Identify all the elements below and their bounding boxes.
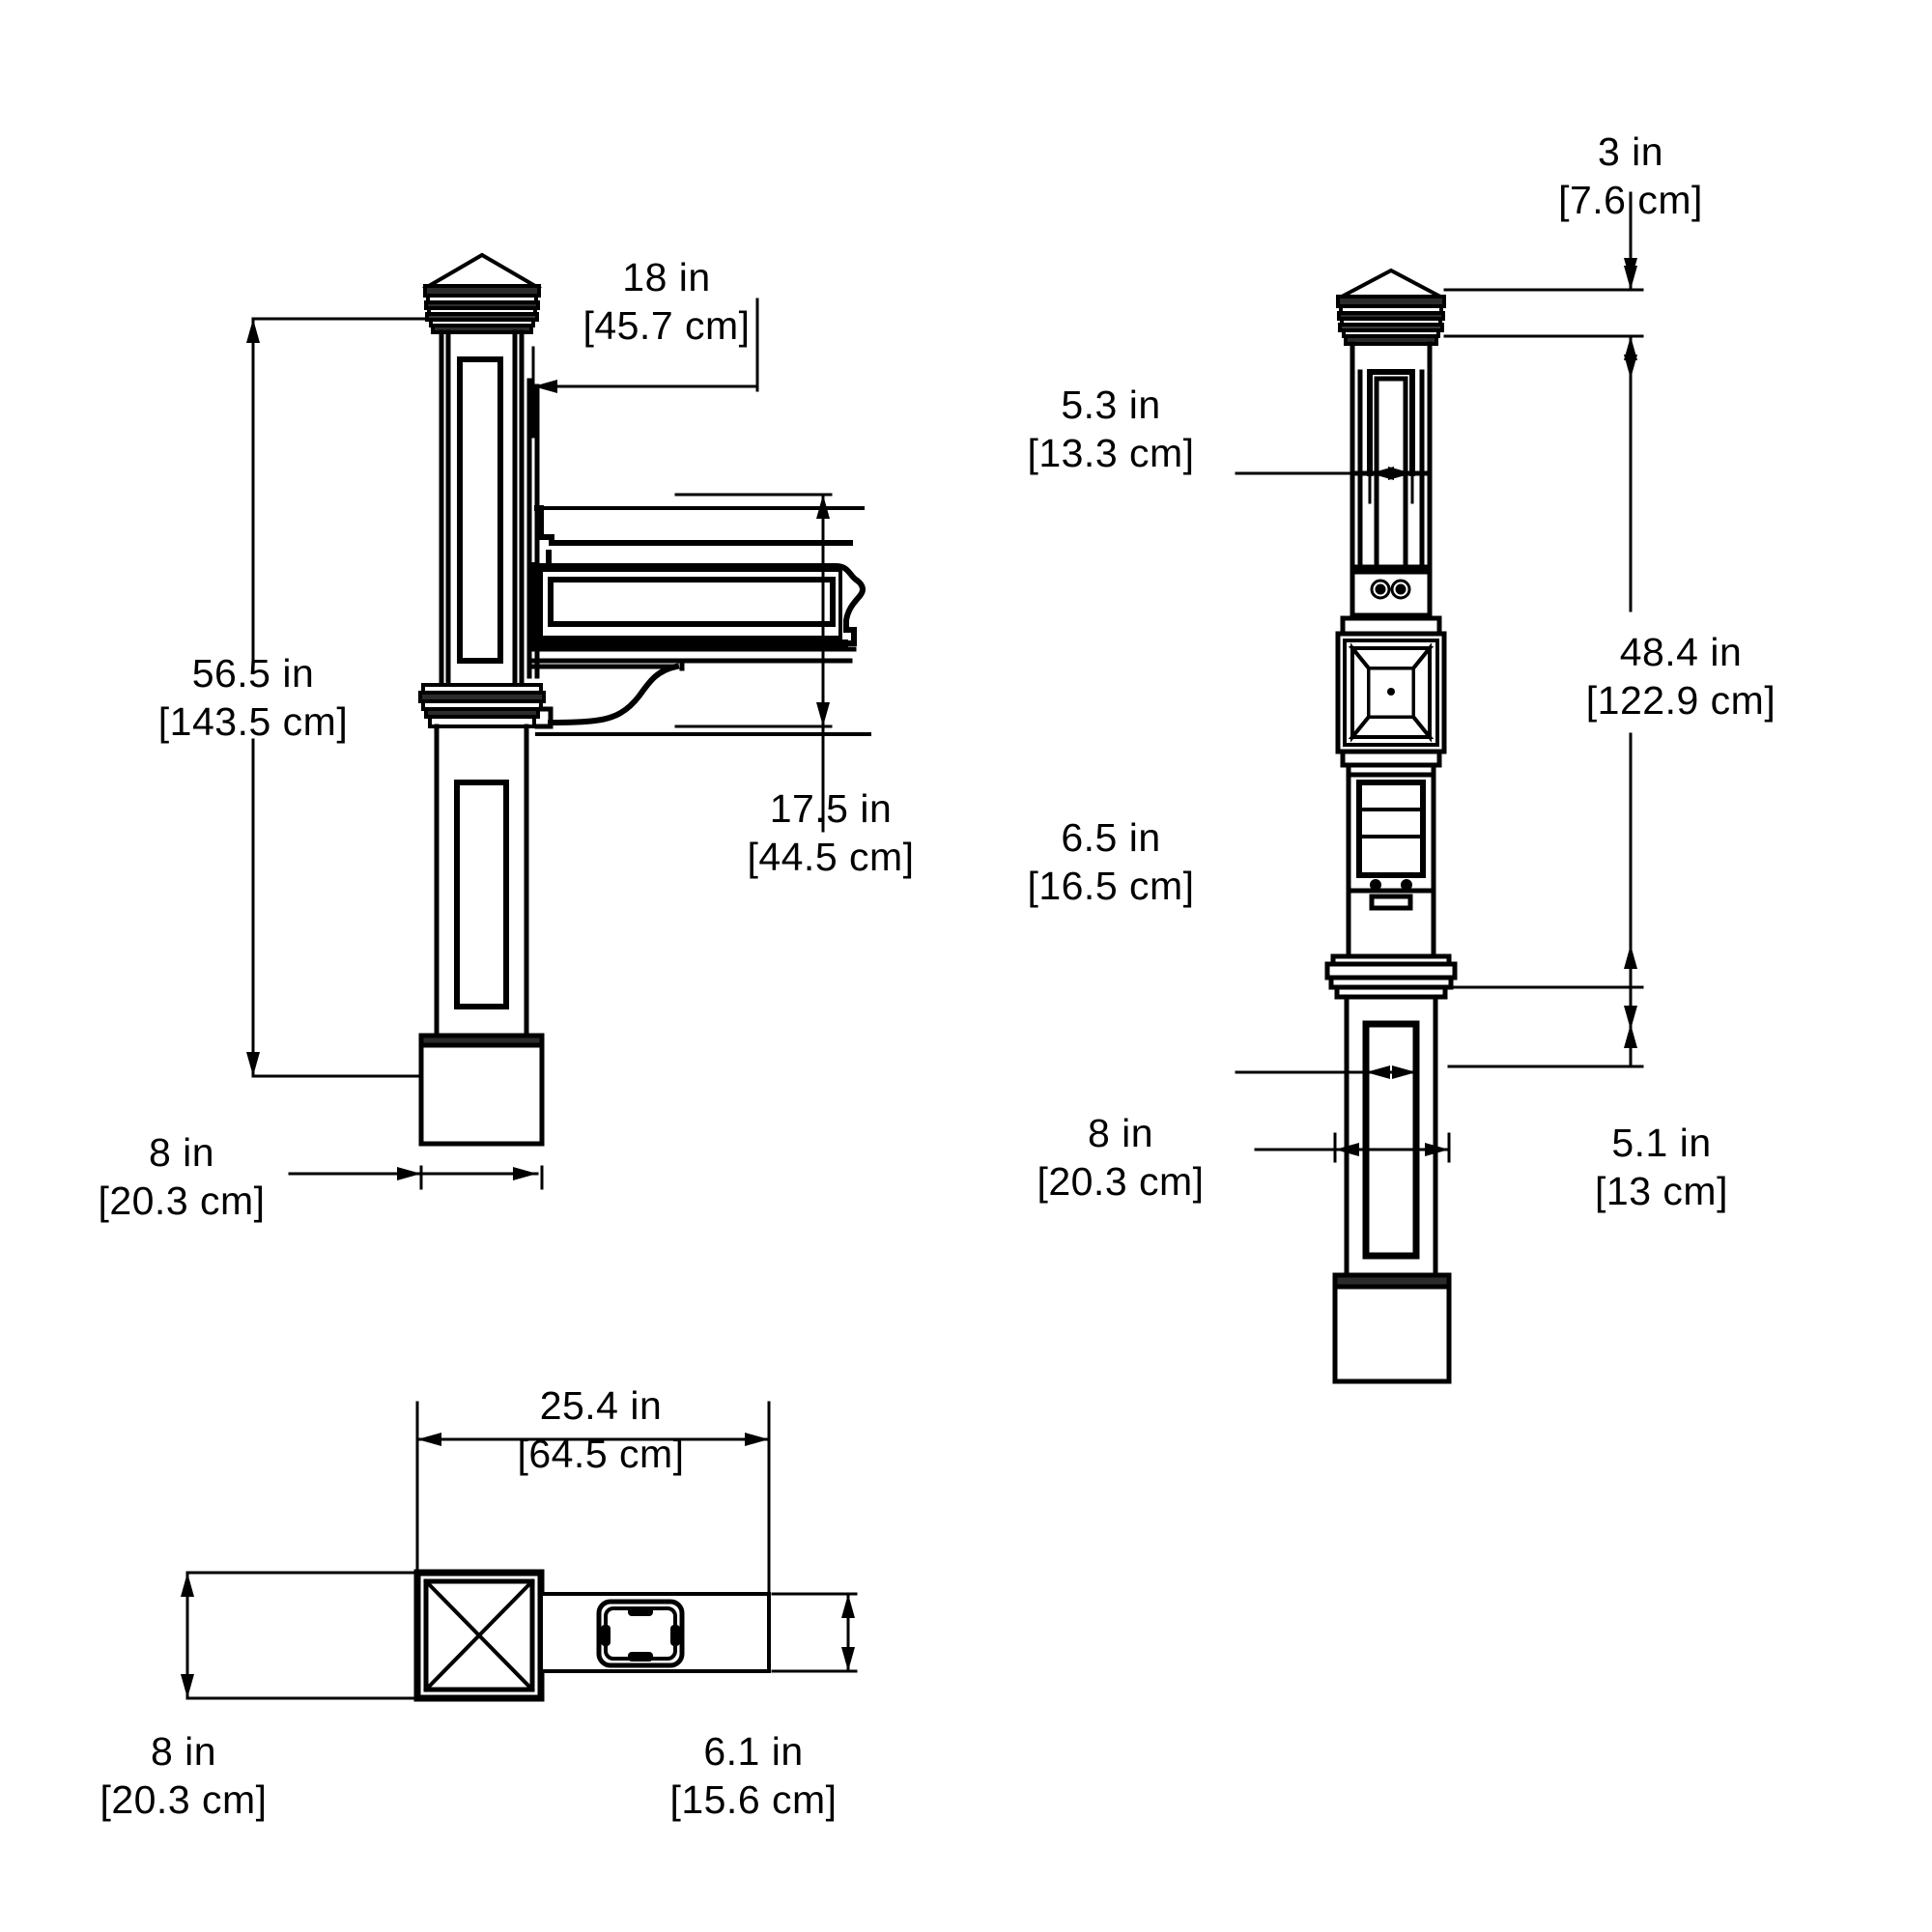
dim-value-inches: 18 in <box>622 255 711 299</box>
dim-value-inches: 3 in <box>1597 129 1664 174</box>
dim-body-height-lines <box>1443 334 1644 989</box>
dim-value-inches: 25.4 in <box>539 1383 663 1428</box>
dim-value-cm: [16.5 cm] <box>1027 864 1195 909</box>
dim-base-height-lines <box>1447 985 1644 1068</box>
dim-label-body-height: 48.4 in [122.9 cm] <box>1478 628 1884 724</box>
top-plan-view <box>413 1569 771 1702</box>
dim-label-overall-height: 56.5 in [143.5 cm] <box>60 649 446 746</box>
dim-plan-arm-depth-lines <box>771 1592 858 1673</box>
dim-label-plan-arm-depth: 6.1 in [15.6 cm] <box>599 1727 908 1824</box>
dim-value-inches: 8 in <box>148 1130 215 1175</box>
dim-label-base-height: 5.1 in [13 cm] <box>1507 1119 1816 1215</box>
dim-label-lower-panel-width: 6.5 in [16.5 cm] <box>966 813 1256 910</box>
dim-arm-projection-lines <box>531 298 759 439</box>
dim-plan-depth-lines <box>181 1571 415 1700</box>
dim-value-cm: [20.3 cm] <box>1037 1159 1205 1205</box>
dim-label-upper-opening-width: 5.3 in [13.3 cm] <box>966 381 1256 477</box>
dim-plan-length-lines <box>415 1401 771 1605</box>
dim-label-base-width-left: 8 in [20.3 cm] <box>27 1128 336 1225</box>
dim-value-cm: [7.6 cm] <box>1558 178 1703 223</box>
dim-value-inches: 6.5 in <box>1061 815 1161 860</box>
dim-value-cm: [44.5 cm] <box>747 835 915 880</box>
dim-value-cm: [122.9 cm] <box>1585 678 1776 724</box>
dim-value-cm: [13.3 cm] <box>1027 431 1195 476</box>
dim-panel-width-lines <box>1235 1022 1418 1113</box>
dim-value-inches: 8 in <box>1087 1111 1154 1155</box>
dim-value-cm: [143.5 cm] <box>157 699 349 745</box>
dim-value-inches: 17.5 in <box>769 786 893 831</box>
dim-base-width-left-lines <box>288 1165 544 1190</box>
dim-value-inches: 56.5 in <box>191 651 315 696</box>
dim-value-inches: 5.3 in <box>1061 383 1161 427</box>
dim-value-inches: 6.1 in <box>703 1729 804 1774</box>
dim-label-plan-length: 25.4 in [64.5 cm] <box>437 1381 765 1478</box>
dim-label-plan-post-depth: 8 in [20.3 cm] <box>29 1727 338 1824</box>
dim-value-inches: 5.1 in <box>1611 1121 1712 1165</box>
dim-value-cm: [13 cm] <box>1595 1169 1728 1214</box>
dim-label-arm-projection: 18 in [45.7 cm] <box>522 253 811 350</box>
dim-value-cm: [64.5 cm] <box>517 1432 685 1477</box>
dim-value-cm: [45.7 cm] <box>582 303 751 349</box>
dim-label-base-width-right: 8 in [20.3 cm] <box>966 1109 1275 1206</box>
dim-value-inches: 48.4 in <box>1619 630 1743 674</box>
side-elevation-view <box>418 252 871 1147</box>
dim-label-arm-height: 17.5 in [44.5 cm] <box>657 784 1005 881</box>
dim-base-width-right-lines <box>1254 1132 1451 1163</box>
dim-value-inches: 8 in <box>150 1729 217 1774</box>
dim-label-cap-height: 3 in [7.6 cm] <box>1476 128 1785 224</box>
dim-value-cm: [15.6 cm] <box>669 1777 838 1823</box>
front-elevation-view <box>1324 268 1458 1384</box>
dim-value-cm: [20.3 cm] <box>98 1179 266 1224</box>
dim-opening-width-lines <box>1235 435 1414 504</box>
dim-value-cm: [20.3 cm] <box>99 1777 268 1823</box>
dim-arm-height-lines <box>674 493 833 833</box>
